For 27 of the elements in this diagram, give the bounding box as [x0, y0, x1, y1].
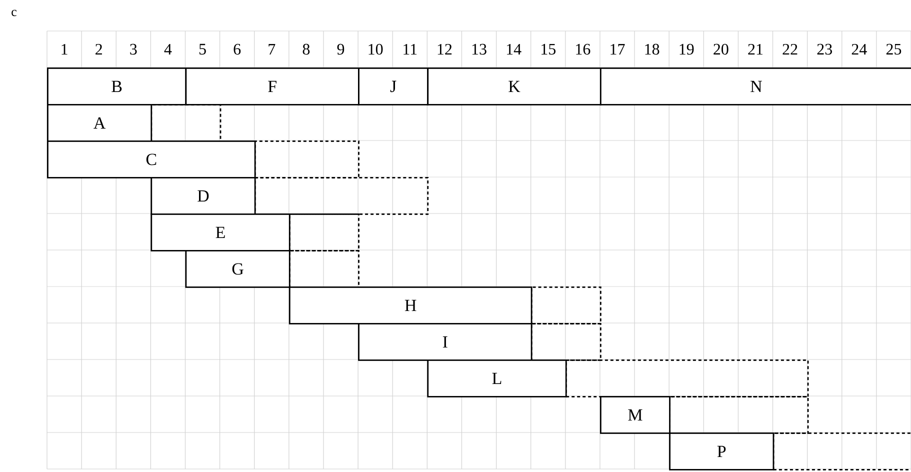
column-number: 5	[199, 44, 206, 55]
column-number: 13	[472, 44, 486, 55]
column-number: 18	[645, 44, 660, 55]
task-bar: H	[288, 286, 532, 324]
task-bar: P	[669, 432, 774, 470]
column-number: 9	[337, 44, 344, 55]
task-bar: G	[185, 250, 290, 288]
slack-bar	[772, 432, 911, 470]
task-bar: D	[150, 177, 256, 215]
task-bar: A	[47, 104, 152, 142]
task-bar: C	[47, 140, 256, 178]
column-number: 15	[542, 44, 556, 55]
task-bar: M	[600, 396, 670, 434]
task-bar: N	[600, 68, 911, 106]
task-bar: E	[150, 214, 290, 252]
panel-letter: c	[12, 10, 16, 16]
column-number: 10	[368, 44, 383, 55]
task-bar: L	[427, 360, 567, 398]
task-bar: I	[358, 323, 532, 361]
task-bar: B	[47, 68, 187, 106]
column-number: 12	[438, 44, 452, 55]
column-number: 17	[610, 44, 625, 55]
slack-bar	[254, 140, 360, 178]
column-number: 4	[164, 44, 172, 55]
column-number: 11	[404, 44, 417, 55]
task-bar: J	[358, 68, 429, 106]
column-number: 16	[576, 44, 590, 55]
